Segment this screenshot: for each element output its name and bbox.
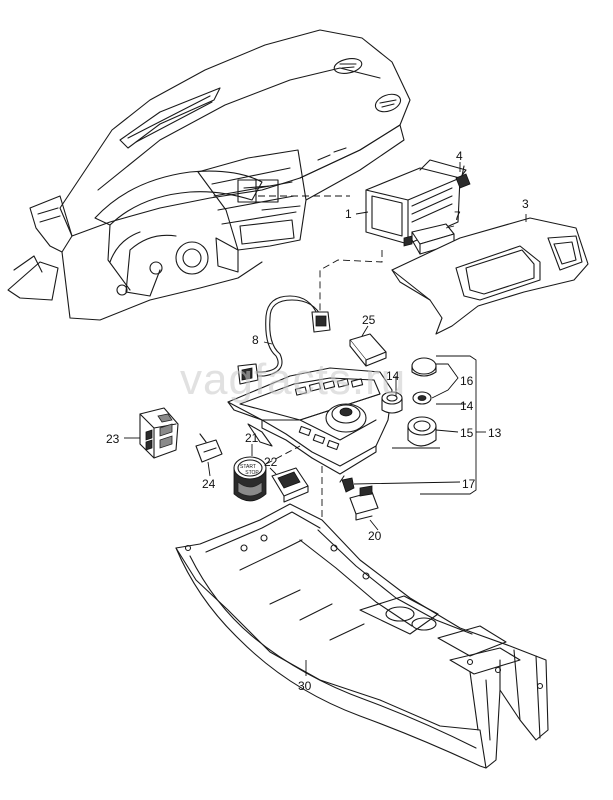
callout-16: 16 xyxy=(460,374,474,388)
part-15-rotary-knob xyxy=(407,416,437,447)
callout-30: 30 xyxy=(298,679,312,693)
dashboard xyxy=(7,29,411,321)
callout-24: 24 xyxy=(202,477,216,491)
callout-25: 25 xyxy=(362,313,376,327)
part-14-knob-upper xyxy=(412,391,432,405)
callout-8: 8 xyxy=(252,333,259,347)
part-1-control-unit xyxy=(365,159,467,245)
callout-15: 15 xyxy=(460,426,474,440)
part-16-cap xyxy=(411,357,437,377)
part-22-switch xyxy=(271,467,309,503)
part-14-knob-left xyxy=(381,391,403,414)
callout-13: 13 xyxy=(488,426,502,440)
reference-dashed-line-middle xyxy=(265,445,301,465)
watermark: vagfacts.ru xyxy=(180,355,406,404)
callout-23: 23 xyxy=(106,432,120,446)
callout-7: 7 xyxy=(454,209,461,223)
callout-1: 1 xyxy=(345,207,352,221)
part-7-module xyxy=(403,223,455,255)
part-20-switch xyxy=(349,485,379,521)
leader-lines xyxy=(124,162,527,676)
part-25-switch-cover xyxy=(349,333,387,367)
start-stop-line-2: STOP xyxy=(245,470,259,476)
part-23-switch-block xyxy=(139,407,179,459)
reference-dashed-line-lower xyxy=(319,250,383,316)
callout-22: 22 xyxy=(264,455,278,469)
start-stop-lettering: START STOP xyxy=(240,464,259,476)
callout-17: 17 xyxy=(462,477,476,491)
callout-20: 20 xyxy=(368,529,382,543)
part-4-screw xyxy=(455,165,471,189)
part-3-display-trim xyxy=(391,217,589,335)
callout-3: 3 xyxy=(522,197,529,211)
callout-14-right: 14 xyxy=(460,399,474,413)
start-stop-line-1: START xyxy=(240,464,256,470)
callout-4: 4 xyxy=(456,149,463,163)
part-8-wiring-harness xyxy=(237,295,331,385)
part-30-centre-console xyxy=(175,503,549,769)
part-21-start-stop-button xyxy=(233,456,267,502)
part-24-connector xyxy=(195,433,223,463)
callout-14-left: 14 xyxy=(386,369,400,383)
part-17-clip xyxy=(339,475,355,493)
part-13-mmi-control-panel xyxy=(227,367,393,475)
callout-21: 21 xyxy=(245,431,259,445)
callout-labels: 1 3 4 7 8 13 14 14 15 16 17 20 21 22 23 … xyxy=(106,149,529,693)
